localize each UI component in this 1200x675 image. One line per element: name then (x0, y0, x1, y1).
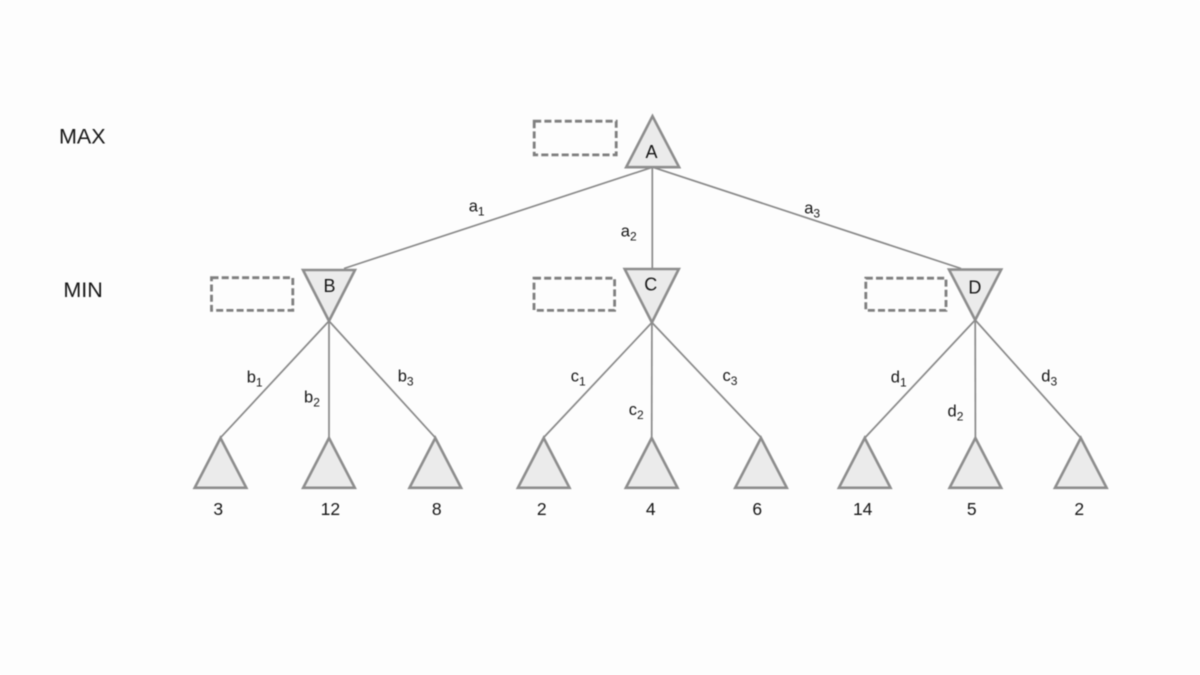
svg-text:2: 2 (1074, 499, 1084, 519)
svg-text:8: 8 (432, 499, 442, 519)
svg-text:3: 3 (213, 499, 223, 519)
svg-text:4: 4 (646, 499, 656, 519)
svg-text:C: C (644, 275, 657, 295)
svg-text:5: 5 (967, 499, 977, 519)
svg-text:B: B (323, 276, 335, 296)
svg-text:MIN: MIN (63, 278, 102, 302)
svg-text:14: 14 (853, 499, 873, 519)
svg-text:6: 6 (752, 499, 762, 519)
svg-text:D: D (968, 277, 981, 297)
svg-text:MAX: MAX (59, 125, 106, 149)
svg-text:A: A (645, 142, 657, 162)
svg-text:2: 2 (537, 499, 547, 519)
svg-text:12: 12 (321, 499, 340, 519)
